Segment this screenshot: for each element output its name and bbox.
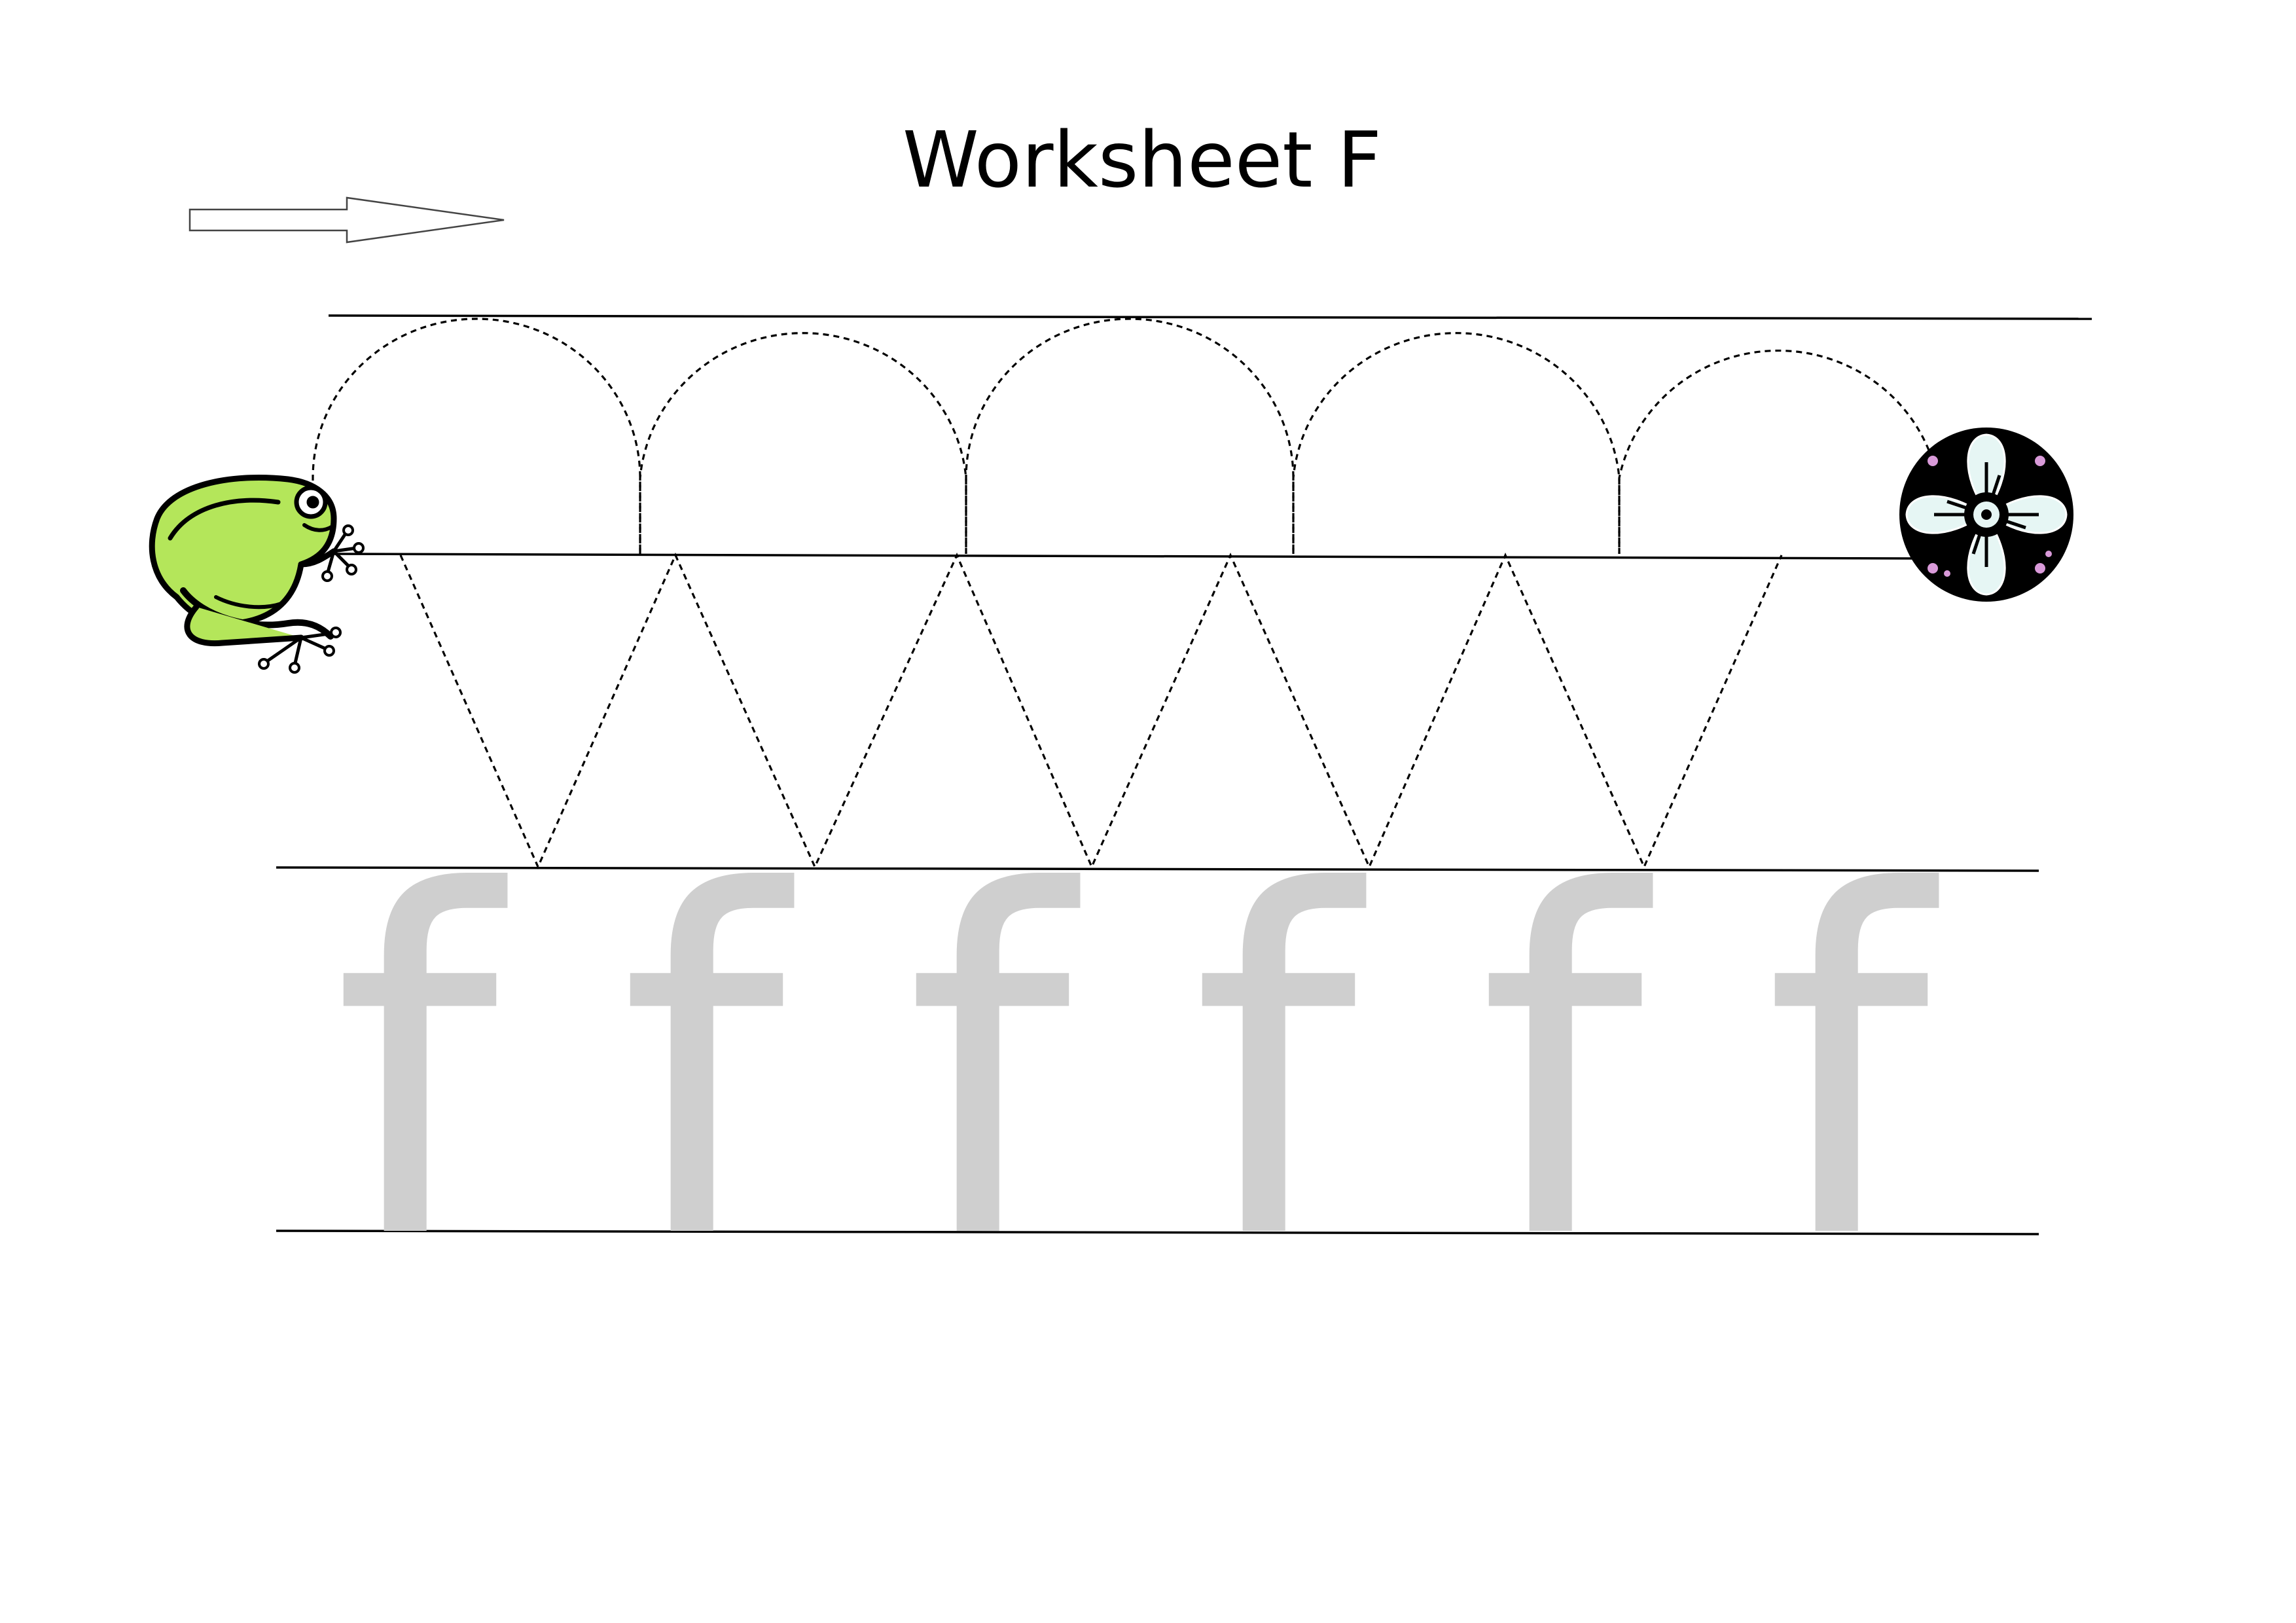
frog-icon — [149, 475, 365, 674]
page-title: Worksheet F — [903, 115, 1382, 205]
arrow-right-icon — [188, 196, 505, 244]
trace-letter: f — [1764, 793, 1941, 1342]
trace-letter: f — [1478, 793, 1655, 1342]
trace-letter-row: f f f f f f — [332, 793, 1941, 1342]
arch-trace-path — [312, 318, 1940, 554]
flower-icon — [1899, 428, 2073, 602]
guide-line-top — [328, 314, 2092, 320]
guide-line-bottom — [276, 1230, 2039, 1235]
trace-letter: f — [1191, 793, 1368, 1342]
trace-letter: f — [905, 793, 1082, 1342]
trace-letter: f — [619, 793, 796, 1342]
guide-line-middle — [328, 553, 1915, 560]
zigzag-trace-path — [399, 553, 1783, 869]
trace-letter: f — [332, 793, 509, 1342]
guide-line-lower — [276, 866, 2039, 872]
